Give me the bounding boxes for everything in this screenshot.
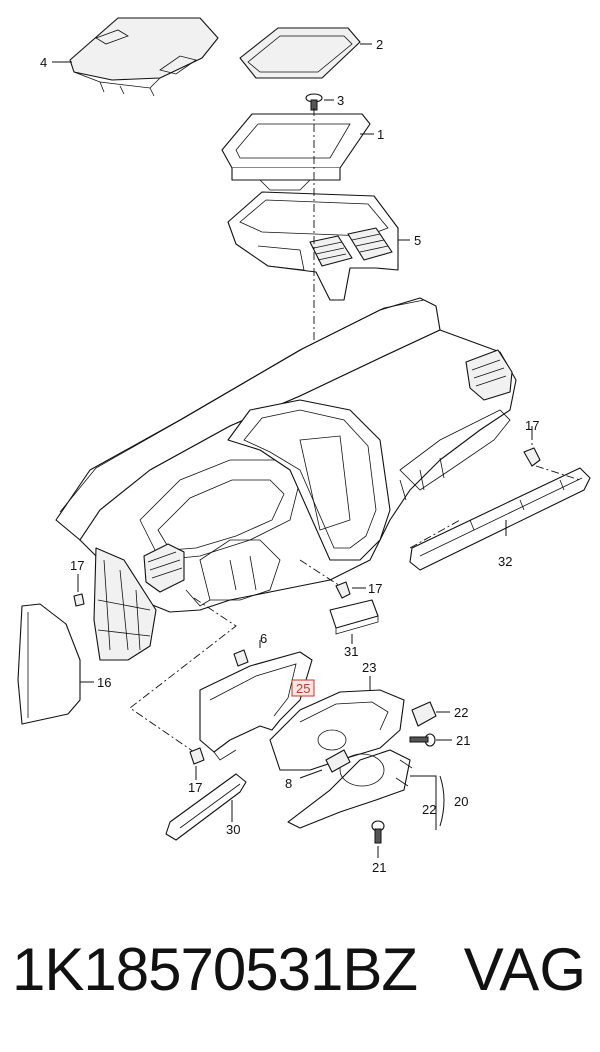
label-17-lower: 17 — [188, 780, 202, 795]
label-3: 3 — [337, 93, 344, 108]
label-17-right: 17 — [525, 418, 539, 433]
label-8: 8 — [285, 776, 292, 791]
part-3-screw — [305, 93, 334, 111]
label-25: 25 — [296, 681, 310, 696]
label-17-centre: 17 — [368, 581, 382, 596]
dashboard-body — [55, 297, 517, 613]
label-22-switch: 22 — [454, 705, 468, 720]
part-31-switch-blank — [299, 559, 379, 644]
part-number: 1K18570531BZ — [12, 936, 418, 1003]
label-21-lower: 21 — [372, 860, 386, 875]
footer: 1K18570531BZ VAG — [0, 928, 600, 1018]
label-23: 23 — [362, 660, 376, 675]
label-2: 2 — [376, 37, 383, 52]
assembly-line-left — [129, 597, 237, 753]
part-2-top-cover — [239, 27, 372, 79]
part-20-lower-shroud — [287, 749, 445, 830]
part-25-column-trim-upper — [199, 640, 315, 761]
part-4-storage-lid — [52, 17, 219, 97]
part-5-vent-housing — [227, 191, 410, 301]
label-4: 4 — [40, 55, 47, 70]
label-5: 5 — [414, 233, 421, 248]
label-30: 30 — [226, 822, 240, 837]
left-side-frame — [73, 547, 157, 661]
label-20: 20 — [454, 794, 468, 809]
exploded-parts-diagram: 4 2 3 1 5 17 32 17 17 31 16 6 23 25 22 2… — [17, 17, 591, 875]
part-17-clip-right — [523, 426, 541, 467]
label-6: 6 — [260, 631, 267, 646]
part-22-switch — [411, 701, 450, 727]
part-23-column-shroud — [269, 676, 405, 771]
label-1: 1 — [377, 127, 384, 142]
part-21-screw-lower — [371, 820, 385, 858]
part-21-screw-upper — [409, 733, 452, 747]
highlight-box-25 — [291, 679, 315, 697]
label-31: 31 — [344, 644, 358, 659]
part-30-bracket — [165, 747, 247, 841]
brand-name: VAG — [463, 936, 586, 1003]
part-1-frame — [221, 113, 374, 191]
part-16-side-cover — [17, 603, 94, 725]
part-32-trim-strip — [409, 465, 591, 571]
label-21-upper: 21 — [456, 733, 470, 748]
label-22-assembly: 22 — [422, 802, 436, 817]
label-16: 16 — [97, 675, 111, 690]
label-32: 32 — [498, 554, 512, 569]
label-17-left: 17 — [70, 558, 84, 573]
